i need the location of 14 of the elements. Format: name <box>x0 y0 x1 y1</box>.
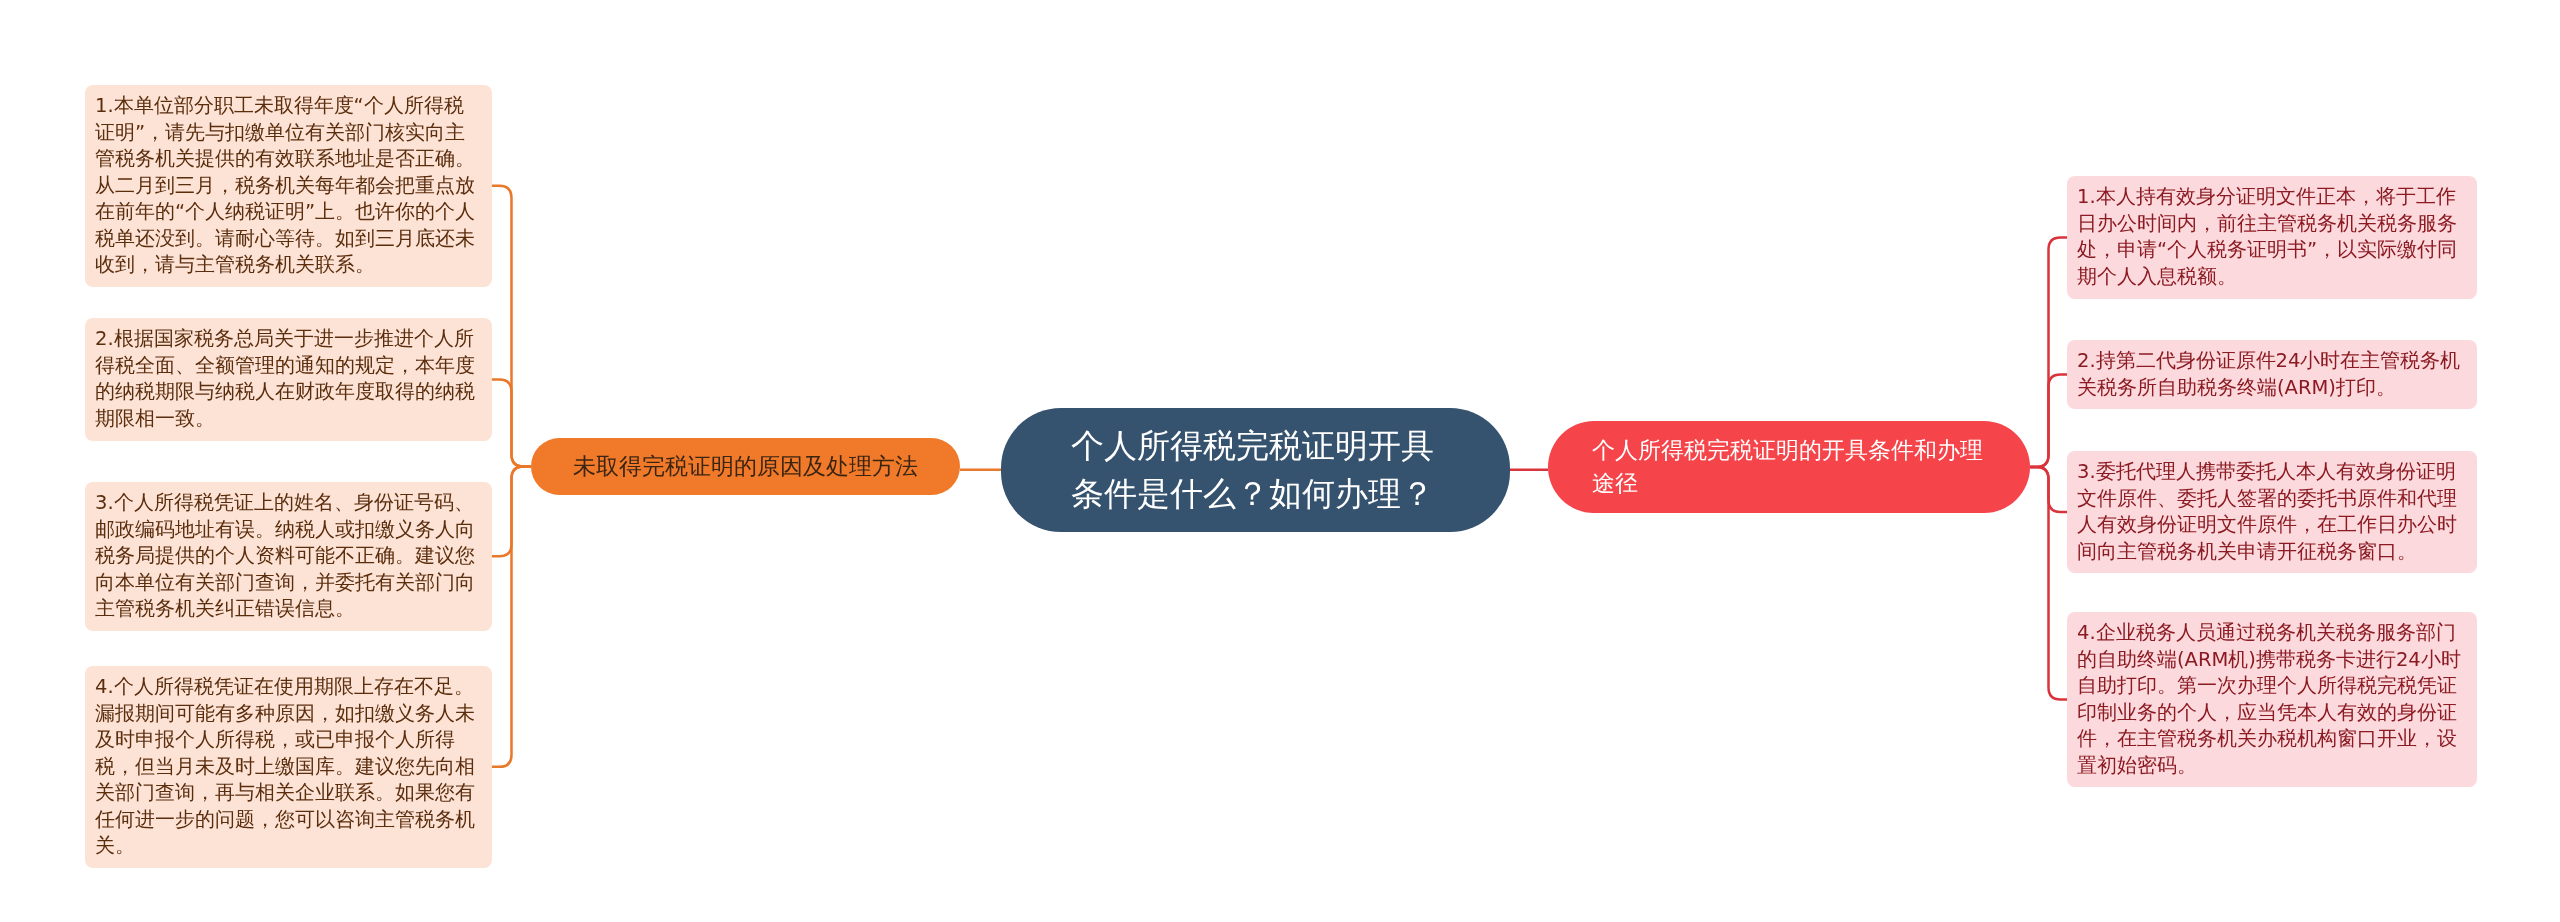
note-box: 3.个人所得税凭证上的姓名、身份证号码、邮政编码地址有误。纳税人或扣缴义务人向税务局提供的个人资料可能不正确。建议您向本单位有关部门查询，并委托有关部门向主管税务机关纠正错误信息。 <box>85 482 492 631</box>
note-box: 3.委托代理人携带委托人本人有效身份证明文件原件、委托人签署的委托书原件和代理人有效身份证明文件原件，在工作日办公时间向主管税务机关申请开征税务窗口。 <box>2067 451 2477 574</box>
note-box: 2.持第二代身份证原件24小时在主管税务机关税务所自助税务终端(ARM)打印。 <box>2067 340 2477 410</box>
note-box: 2.根据国家税务总局关于进一步推进个人所得税全面、全额管理的通知的规定，本年度的纳税期限与纳税人在财政年度取得的纳税期限相一致。 <box>85 318 492 441</box>
connector-line <box>2030 465 2067 701</box>
central-topic-box: 个人所得税完税证明开具条件是什么？如何办理？ <box>1001 408 1510 532</box>
note-box: 4.企业税务人员通过税务机关税务服务部门的自助终端(ARM机)携带税务卡进行24小时自助打印。第一次办理个人所得税完税凭证印制业务的个人，应当凭本人有效的身份证件，在主管税务机关办税机构窗口开业，设置初始密码。 <box>2067 612 2477 788</box>
branch-topic-box: 个人所得税完税证明的开具条件和办理途径 <box>1548 421 2030 513</box>
note-box: 1.本人持有效身分证明文件正本，将于工作日办公时间内，前往主管税务机关税务服务处，申请“个人税务证明书”，以实际缴付同期个人入息税额。 <box>2067 176 2477 299</box>
connector-line <box>960 468 1001 472</box>
connector-line <box>1510 468 1548 472</box>
note-box: 4.个人所得税凭证在使用期限上存在不足。漏报期间可能有多种原因，如扣缴义务人未及时申报个人所得税，或已申报个人所得税，但当月未及时上缴国库。建议您先向相关部门查询，再与相关企业联系。如果您有任何进一步的问题，您可以咨询主管税务机关。 <box>85 666 492 868</box>
branch-topic-box: 未取得完税证明的原因及处理方法 <box>531 438 960 495</box>
note-box: 1.本单位部分职工未取得年度“个人所得税证明”，请先与扣缴单位有关部门核实向主管税务机关提供的有效联系地址是否正确。从二月到三月，税务机关每年都会把重点放在前年的“个人纳税证明”上。也许你的个人税单还没到。请耐心等待。如到三月底还未收到，请与主管税务机关联系。 <box>85 85 492 287</box>
